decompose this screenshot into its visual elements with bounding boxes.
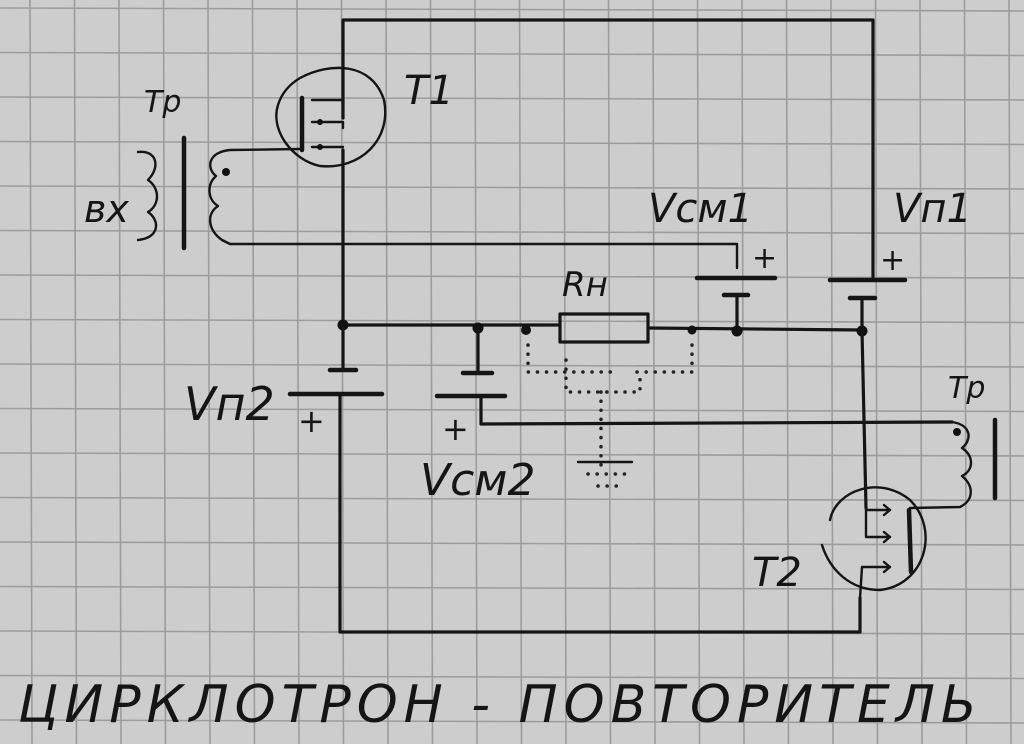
load-resistor (558, 312, 650, 344)
grid-line-horizontal (0, 452, 1024, 457)
label-rload: Rн (562, 265, 608, 305)
grid-line-vertical (696, 0, 701, 744)
diagram-title: ЦИРКЛОТРОН - ПОВТОРИТЕЛЬ (18, 675, 983, 735)
label-tr-right: Tp (948, 371, 985, 406)
vp2-source (287, 323, 862, 634)
grid-line-vertical (874, 0, 879, 744)
label-input: вх (84, 187, 129, 231)
grid-line-horizontal (0, 140, 1024, 146)
label-vsm1-plus: + (752, 241, 777, 276)
grid-line-vertical (118, 0, 122, 744)
grid-line-vertical (1008, 0, 1012, 744)
grid-line-vertical (830, 0, 834, 744)
grid-line-vertical (518, 0, 523, 744)
output-transformer (908, 417, 998, 510)
grid-line-horizontal (0, 96, 1024, 101)
dotted-shield-ground (526, 343, 694, 488)
grid-line-vertical (296, 0, 300, 744)
label-vsm2-plus: + (442, 410, 469, 448)
grid-line-horizontal (0, 51, 1024, 57)
input-transformer (136, 135, 739, 270)
grid-line-vertical (963, 0, 968, 744)
grid-line-vertical (429, 0, 434, 744)
grid-line-horizontal (0, 719, 1024, 724)
t2-mosfet (820, 329, 927, 600)
label-tr-top: Tp (144, 85, 181, 120)
grid-line-vertical (741, 0, 745, 744)
grid-line-horizontal (0, 674, 1024, 680)
label-vp2-plus: + (298, 402, 325, 440)
label-vp1: Vп1 (893, 186, 972, 232)
grid-line-horizontal (0, 407, 1024, 413)
vsm2-source (434, 326, 954, 426)
grid-line-vertical (385, 0, 389, 744)
t1-mosfet (275, 66, 387, 168)
grid-line-vertical (785, 0, 790, 744)
grid-line-horizontal (0, 185, 1024, 190)
grid-line-horizontal (0, 229, 1024, 235)
grid-line-vertical (29, 0, 33, 744)
grid-line-vertical (207, 0, 211, 744)
vsm1-source (694, 275, 778, 332)
label-t1: T1 (404, 68, 454, 114)
grid-line-horizontal (0, 318, 1024, 324)
label-vsm2: Vсм2 (420, 455, 535, 506)
wire-mid-rail (341, 323, 864, 332)
grid-line-horizontal (0, 7, 1024, 12)
vp1-source (827, 277, 908, 332)
label-vp1-plus: + (880, 243, 905, 278)
grid-line-vertical (251, 0, 256, 744)
grid-line-horizontal (0, 363, 1024, 368)
grid-line-horizontal (0, 274, 1024, 279)
label-vsm1: Vсм1 (648, 186, 753, 232)
label-t2: T2 (752, 550, 802, 596)
grid-line-vertical (73, 0, 78, 744)
grid-line-horizontal (0, 496, 1024, 502)
grid-line-horizontal (0, 541, 1024, 546)
grid-line-vertical (919, 0, 923, 744)
grid-line-horizontal (0, 585, 1024, 591)
label-vp2: Vп2 (184, 377, 275, 431)
grid-line-vertical (162, 0, 167, 744)
